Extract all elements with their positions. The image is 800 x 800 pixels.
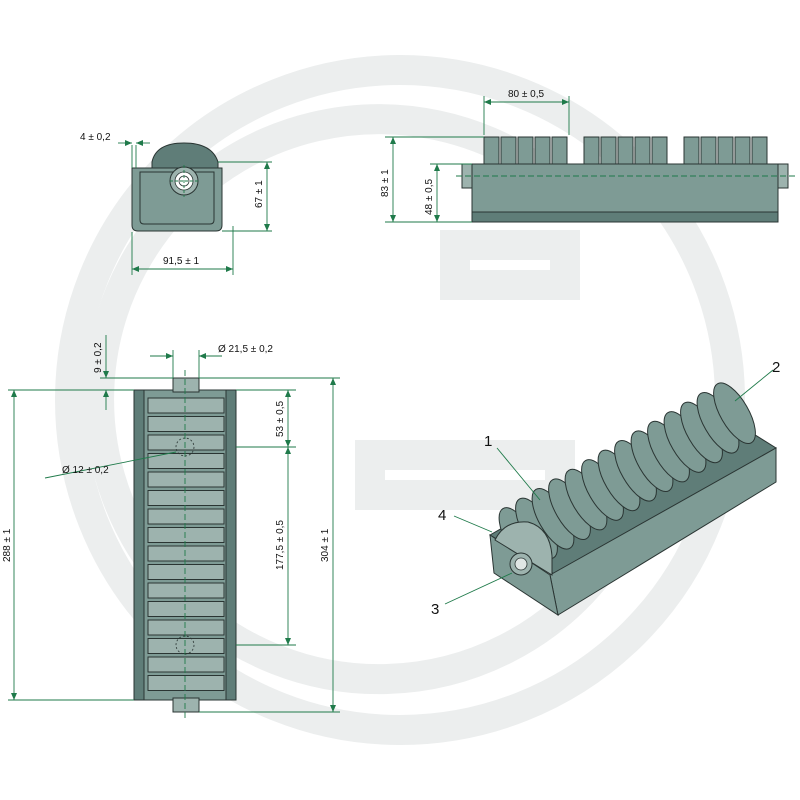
side-view-tooth xyxy=(500,136,517,165)
end-view xyxy=(131,142,223,232)
plan-view-slat xyxy=(147,453,225,469)
side-view-tooth xyxy=(751,136,768,165)
dim-tab-thickness: 4 ± 0,2 xyxy=(80,132,111,143)
side-view xyxy=(456,136,798,223)
end-view-dimensions xyxy=(118,140,272,275)
isometric-roller-disc xyxy=(713,382,756,444)
side-view-tooth xyxy=(651,136,668,165)
plan-view-slat xyxy=(147,675,225,691)
side-view-tooth xyxy=(583,136,600,165)
dim-roller-pitch: 80 ± 0,5 xyxy=(508,89,545,100)
plan-view-slat xyxy=(147,656,225,673)
side-view-teeth xyxy=(483,136,768,165)
plan-view-slat xyxy=(147,397,225,414)
side-view-tooth xyxy=(483,136,500,165)
side-view-tooth xyxy=(734,136,751,165)
side-view-tooth xyxy=(717,136,734,165)
dim-overall-height: 83 ± 1 xyxy=(380,169,391,197)
side-view-tooth xyxy=(600,136,617,165)
callout-2: 2 xyxy=(772,359,780,376)
plan-view-slat xyxy=(147,619,225,636)
side-view-tooth xyxy=(700,136,717,165)
dim-hole-spacing: 177,5 ± 0,5 xyxy=(275,520,286,570)
plan-view-slats xyxy=(147,397,225,691)
callout-4: 4 xyxy=(438,507,446,524)
plan-view xyxy=(133,370,237,718)
plan-view-slat xyxy=(147,638,225,654)
plan-view-slat xyxy=(147,434,225,451)
dim-overall-length: 304 ± 1 xyxy=(320,528,331,562)
side-view-dimensions xyxy=(385,96,570,223)
side-view-tooth xyxy=(683,136,700,165)
plan-view-slat xyxy=(147,508,225,525)
side-view-tooth xyxy=(517,136,534,165)
plan-view-slat xyxy=(147,416,225,432)
callout-3: 3 xyxy=(431,601,439,618)
dim-axle-protrusion: 9 ± 0,2 xyxy=(93,342,104,373)
callout-lines xyxy=(444,369,774,605)
side-view-tooth xyxy=(617,136,634,165)
plan-view-slat xyxy=(147,545,225,562)
plan-view-dimensions xyxy=(8,335,340,713)
dim-end-height: 67 ± 1 xyxy=(254,180,265,208)
side-view-tooth xyxy=(534,136,551,165)
isometric-rollers xyxy=(498,382,756,569)
dim-body-height: 48 ± 0,5 xyxy=(424,178,435,215)
side-view-tooth xyxy=(551,136,568,165)
side-view-tooth xyxy=(634,136,651,165)
plan-view-slat xyxy=(147,564,225,580)
isometric-view xyxy=(489,382,777,617)
dim-body-length: 288 ± 1 xyxy=(2,528,13,562)
dim-hole-offset: 53 ± 0,5 xyxy=(275,400,286,437)
dim-axle-diameter: Ø 21,5 ± 0,2 xyxy=(218,344,273,355)
plan-view-slat xyxy=(147,601,225,617)
plan-view-slat xyxy=(147,471,225,488)
dim-end-width: 91,5 ± 1 xyxy=(163,256,200,267)
callout-1: 1 xyxy=(484,433,492,450)
plan-view-slat xyxy=(147,582,225,599)
dim-hole-diameter: Ø 12 ± 0,2 xyxy=(62,465,109,476)
plan-view-slat xyxy=(147,490,225,506)
plan-view-slat xyxy=(147,527,225,543)
